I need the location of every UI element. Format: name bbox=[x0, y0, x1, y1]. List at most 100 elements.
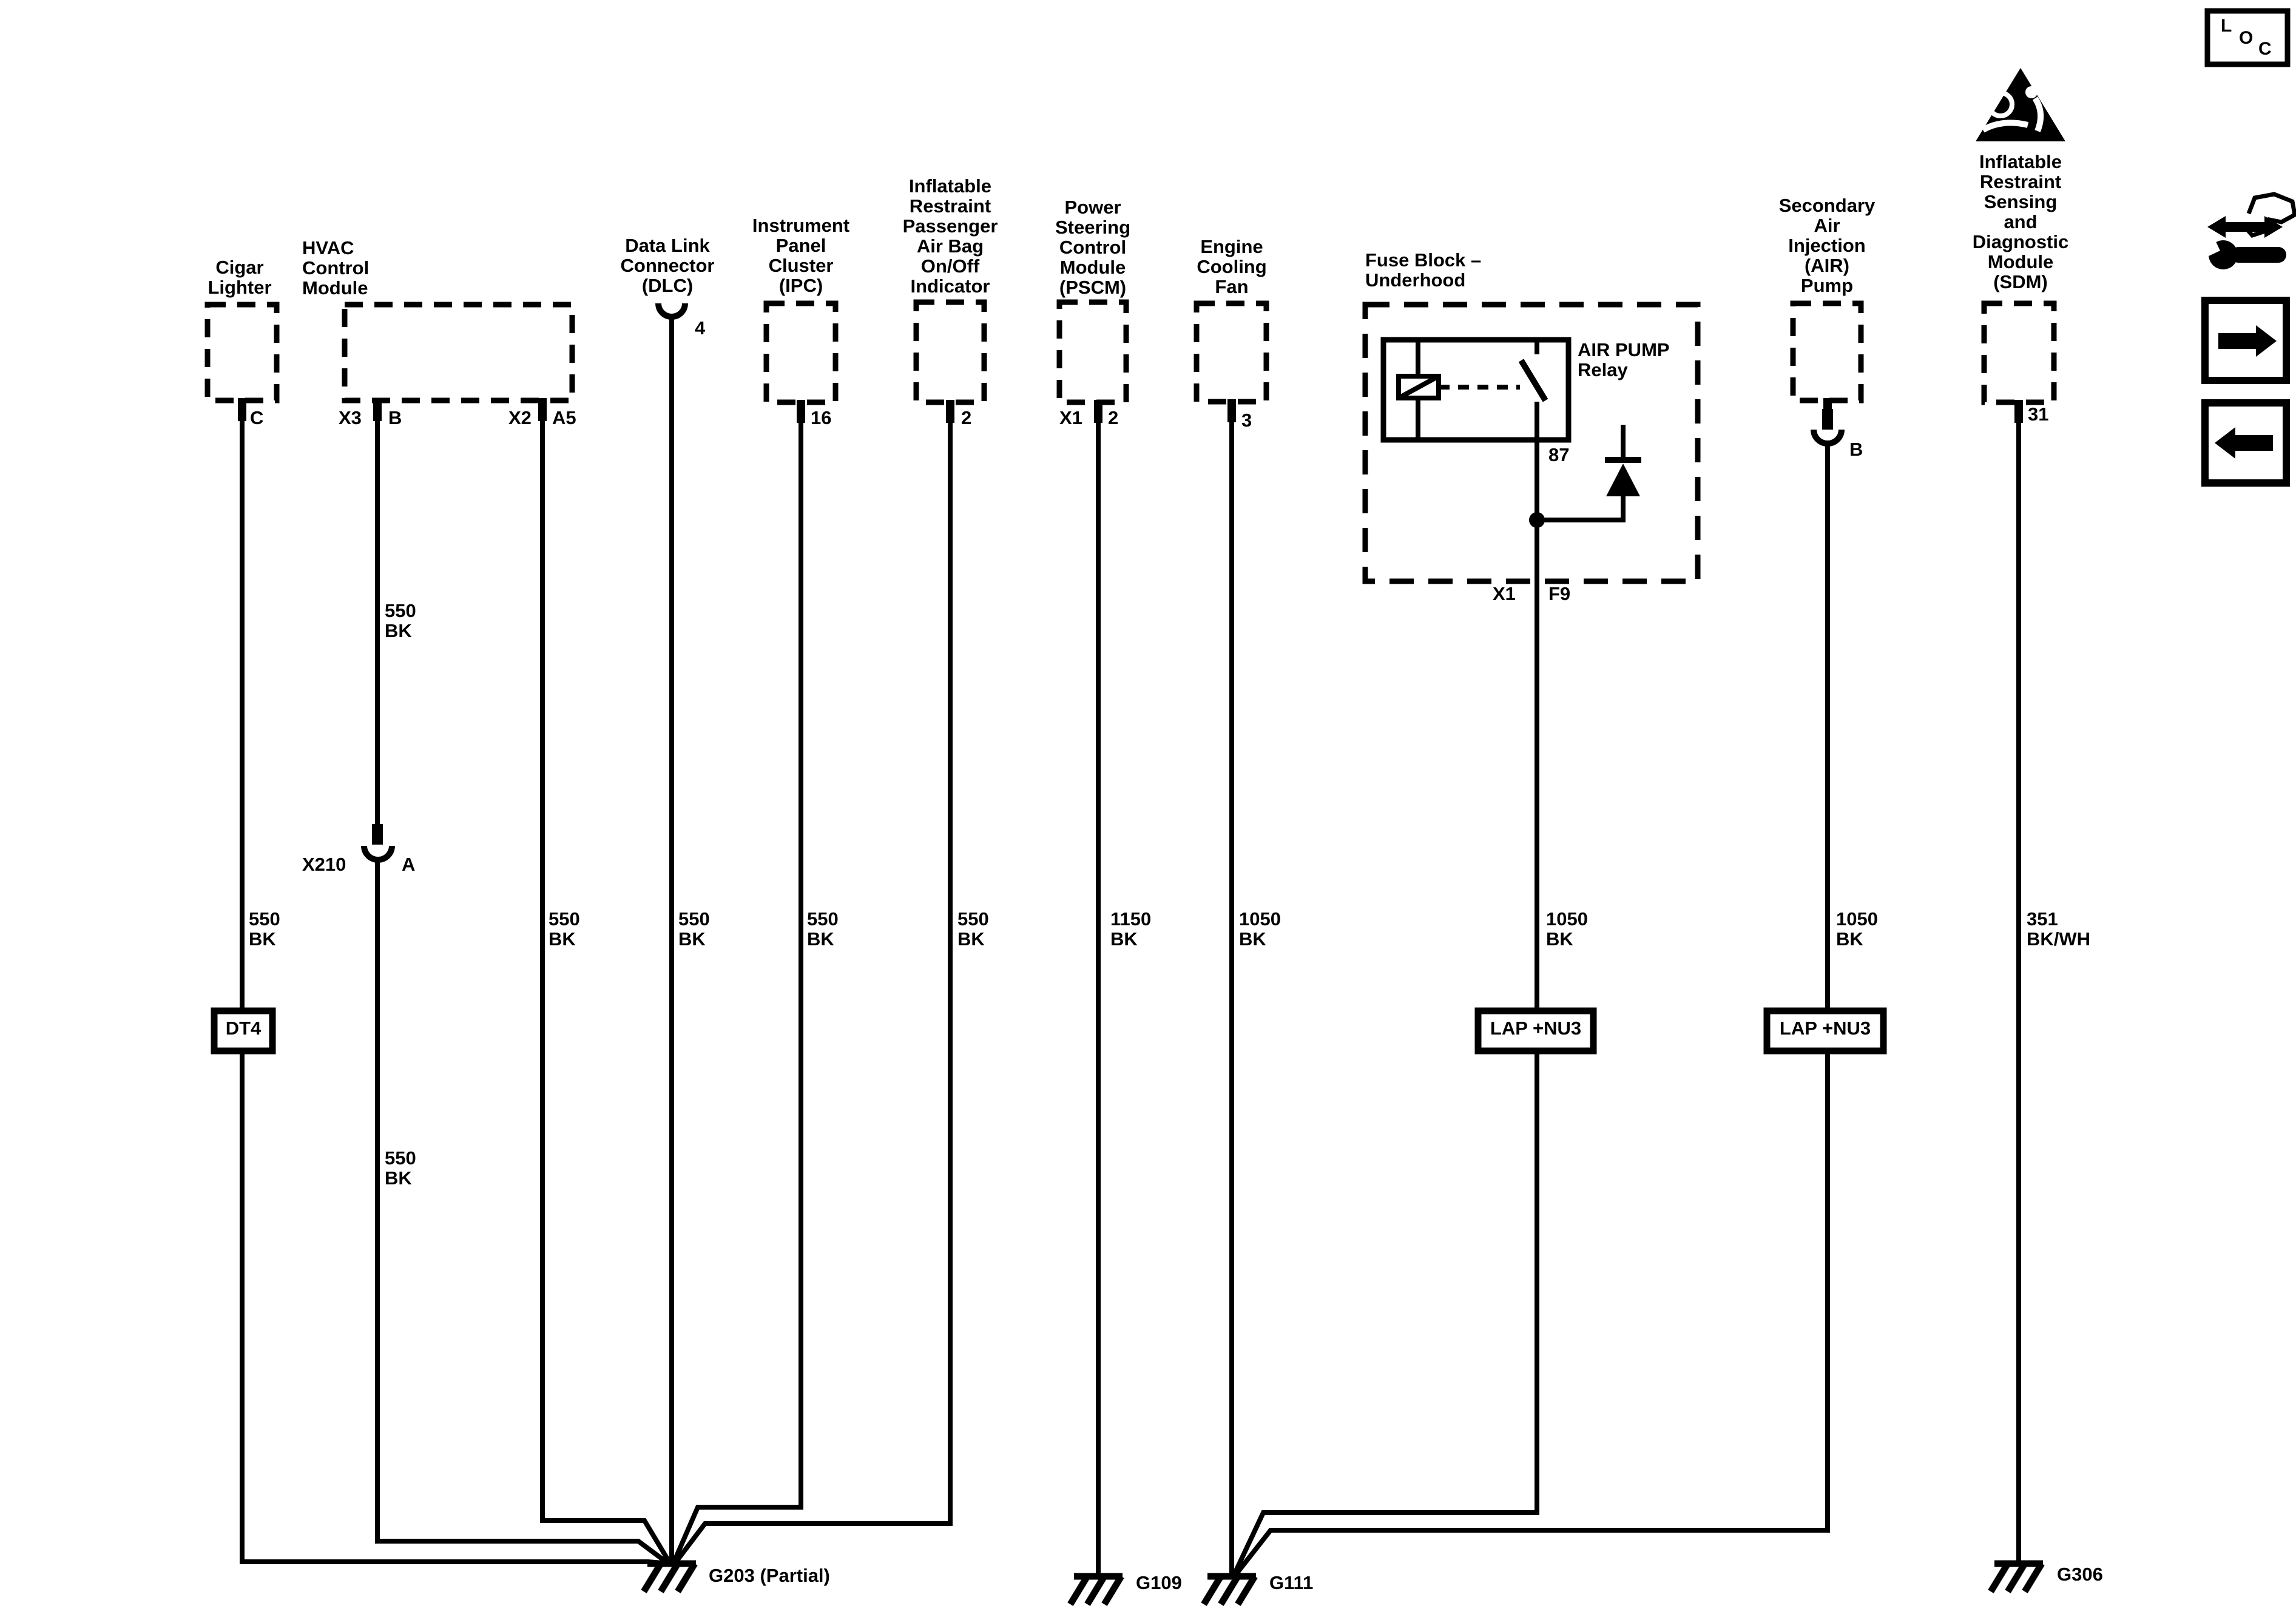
wire-label-ipc: 550 BK bbox=[807, 908, 839, 950]
ground-g306-label: G306 bbox=[2057, 1564, 2103, 1585]
wire-label-pump: 1050 BK bbox=[1836, 908, 1878, 950]
fuse-block-label: Fuse Block – Underhood bbox=[1365, 249, 1482, 291]
nav-next-button[interactable] bbox=[2201, 297, 2290, 384]
wire-fuse-output bbox=[1232, 402, 1539, 1576]
pscm-box bbox=[1056, 299, 1129, 405]
relay-coil-diagonal bbox=[1397, 374, 1440, 400]
pin-stub-sdm bbox=[2014, 400, 2023, 423]
ground-g203-label: G203 (Partial) bbox=[709, 1565, 830, 1586]
loc-letter-o: O bbox=[2239, 28, 2254, 48]
pin-pump-b: B bbox=[1849, 439, 1863, 460]
dt4-box bbox=[211, 1007, 276, 1055]
diagnostic-wrench-icon[interactable] bbox=[2200, 192, 2296, 269]
ground-g111-icon bbox=[1201, 1573, 1258, 1606]
dlc-connector-icon bbox=[655, 303, 688, 320]
pump-connector-b bbox=[1811, 409, 1845, 447]
diode-triangle bbox=[1606, 464, 1640, 496]
ground-g203-icon bbox=[641, 1560, 698, 1593]
pin-stub-pscm bbox=[1094, 400, 1102, 423]
pin-cigar-c: C bbox=[250, 407, 264, 428]
splice-a-label: A bbox=[402, 854, 416, 875]
relay-outline bbox=[1380, 337, 1572, 443]
arrow-right-icon bbox=[2218, 333, 2256, 349]
wire-label-sdm: 351 BK/WH bbox=[2027, 908, 2091, 950]
airbag-warning-triangle-icon bbox=[1976, 68, 2065, 141]
cigar-lighter-box bbox=[204, 302, 280, 403]
fan-box bbox=[1194, 300, 1269, 405]
pin-hvac-x2: X2 bbox=[508, 407, 532, 428]
wire-ipc bbox=[671, 419, 803, 1564]
lap-nu3-box-pump bbox=[1763, 1007, 1887, 1055]
pin-stub-fan bbox=[1227, 399, 1236, 422]
ipc-box bbox=[763, 300, 839, 405]
loc-letter-c: C bbox=[2258, 39, 2272, 59]
wire-airbag-indicator bbox=[672, 419, 953, 1565]
wire-label-hvac-lower: 550 BK bbox=[385, 1147, 416, 1189]
wire-label-pscm: 1150 BK bbox=[1110, 908, 1152, 950]
airbag-indicator-label: Inflatable Restraint Passenger Air Bag O… bbox=[902, 175, 998, 297]
pin-stub-cigar bbox=[238, 398, 246, 421]
pin-stub-airbag bbox=[946, 400, 954, 423]
wire-label-fan: 1050 BK bbox=[1239, 908, 1281, 950]
pin-hvac-b: B bbox=[388, 407, 402, 428]
pscm-label: Power Steering Control Module (PSCM) bbox=[1055, 197, 1131, 298]
sdm-label: Inflatable Restraint Sensing and Diagnos… bbox=[1972, 151, 2069, 292]
hvac-box bbox=[342, 302, 575, 403]
splice-x210-label: X210 bbox=[302, 854, 346, 875]
wire-label-hvac-x2: 550 BK bbox=[549, 908, 580, 950]
fan-label: Engine Cooling Fan bbox=[1197, 236, 1267, 297]
diode-branch-wire bbox=[1537, 425, 1626, 522]
hvac-label: HVAC Control Module bbox=[302, 237, 370, 299]
wire-hvac-x2 bbox=[540, 419, 672, 1565]
pin-pscm-2: 2 bbox=[1108, 407, 1119, 428]
inline-connector-layer bbox=[211, 1007, 1887, 1055]
ground-g306-icon bbox=[1988, 1560, 2045, 1593]
pin-airbag-2: 2 bbox=[961, 407, 972, 428]
lap-nu3-box-fuse bbox=[1474, 1007, 1597, 1055]
nav-back-button[interactable] bbox=[2201, 399, 2290, 487]
air-pump-relay-symbol bbox=[1380, 337, 1641, 528]
loc-box[interactable] bbox=[2204, 8, 2291, 67]
loc-letter-l: L bbox=[2221, 16, 2232, 36]
wire-air-pump bbox=[1233, 442, 1830, 1577]
pin-hvac-a5: A5 bbox=[552, 407, 576, 428]
wire-label-dlc: 550 BK bbox=[678, 908, 710, 950]
ipc-label: Instrument Panel Cluster (IPC) bbox=[752, 215, 850, 296]
lap-nu3-fuse-label: LAP +NU3 bbox=[1490, 1018, 1582, 1039]
pin-dlc-4: 4 bbox=[695, 317, 706, 339]
pin-ipc-16: 16 bbox=[811, 407, 832, 428]
pin-pscm-x1: X1 bbox=[1059, 407, 1082, 428]
pin-hvac-x3: X3 bbox=[339, 407, 362, 428]
wire-label-cigar: 550 BK bbox=[249, 908, 280, 950]
pump-terminal-bar bbox=[1822, 409, 1833, 430]
lap-nu3-pump-label: LAP +NU3 bbox=[1779, 1018, 1871, 1039]
component-box-layer bbox=[204, 299, 2057, 584]
arrow-left-icon bbox=[2215, 427, 2235, 459]
cigar-lighter-label: Cigar Lighter bbox=[208, 257, 272, 298]
airbag-indicator-box bbox=[913, 299, 987, 405]
pin-fuse-x1: X1 bbox=[1493, 583, 1516, 604]
x210-terminal-bar bbox=[372, 824, 383, 845]
ground-g109-icon bbox=[1067, 1573, 1124, 1606]
pin-relay-87: 87 bbox=[1548, 444, 1570, 465]
air-pump-relay-label: AIR PUMP Relay bbox=[1578, 339, 1670, 380]
ground-g111-label: G111 bbox=[1269, 1572, 1314, 1593]
pin-sdm-31: 31 bbox=[2028, 403, 2049, 425]
dlc-label: Data Link Connector (DLC) bbox=[620, 235, 715, 296]
air-pump-box bbox=[1790, 300, 1864, 403]
fuse-block-box bbox=[1362, 302, 1701, 584]
pin-stub-hvac-x2 bbox=[538, 398, 547, 421]
wire-label-fuse: 1050 BK bbox=[1546, 908, 1588, 950]
splice-x210-connector bbox=[361, 824, 395, 863]
relay-switch-blade bbox=[1518, 359, 1548, 402]
pump-connector-icon bbox=[1811, 429, 1845, 447]
wire-hvac-x3-lower bbox=[375, 858, 671, 1567]
pin-fan-3: 3 bbox=[1241, 410, 1252, 431]
wire-layer bbox=[240, 316, 2021, 1577]
pin-stub-hvac-x3 bbox=[373, 398, 382, 421]
x210-connector-icon bbox=[361, 845, 395, 863]
sdm-box bbox=[1981, 300, 2057, 405]
ground-g109-label: G109 bbox=[1136, 1572, 1182, 1593]
